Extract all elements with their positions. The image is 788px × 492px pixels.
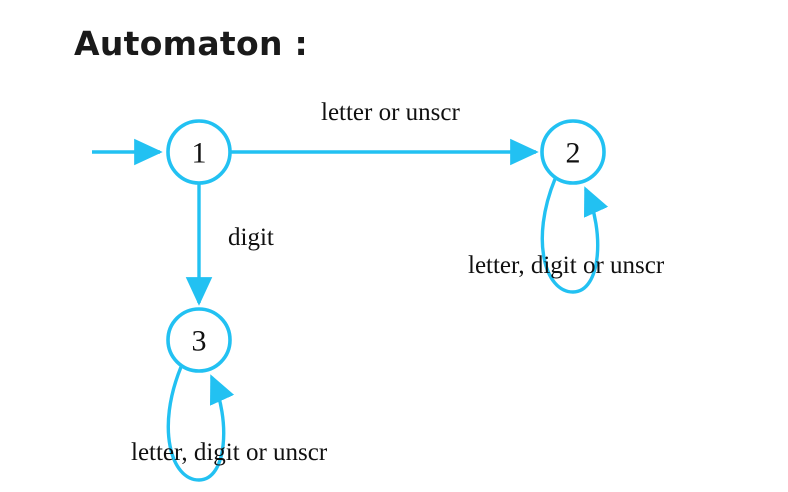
state-node-1[interactable]	[166, 119, 232, 185]
state-label-2: 2	[566, 137, 581, 170]
state-node-3[interactable]	[166, 307, 232, 373]
state-label-1: 1	[192, 137, 207, 170]
state-label-3: 3	[192, 325, 207, 358]
self-loop-label-state-2: letter, digit or unscr	[468, 252, 665, 279]
page-title: Automaton :	[74, 24, 309, 63]
self-loop-label-state-3: letter, digit or unscr	[131, 439, 328, 466]
transition-label-1-to-2: letter or unscr	[321, 99, 460, 126]
self-loop-state-3	[166, 365, 235, 482]
transition-label-1-to-3: digit	[228, 224, 274, 251]
self-loop-state-2	[540, 177, 609, 294]
state-node-2[interactable]	[540, 119, 606, 185]
